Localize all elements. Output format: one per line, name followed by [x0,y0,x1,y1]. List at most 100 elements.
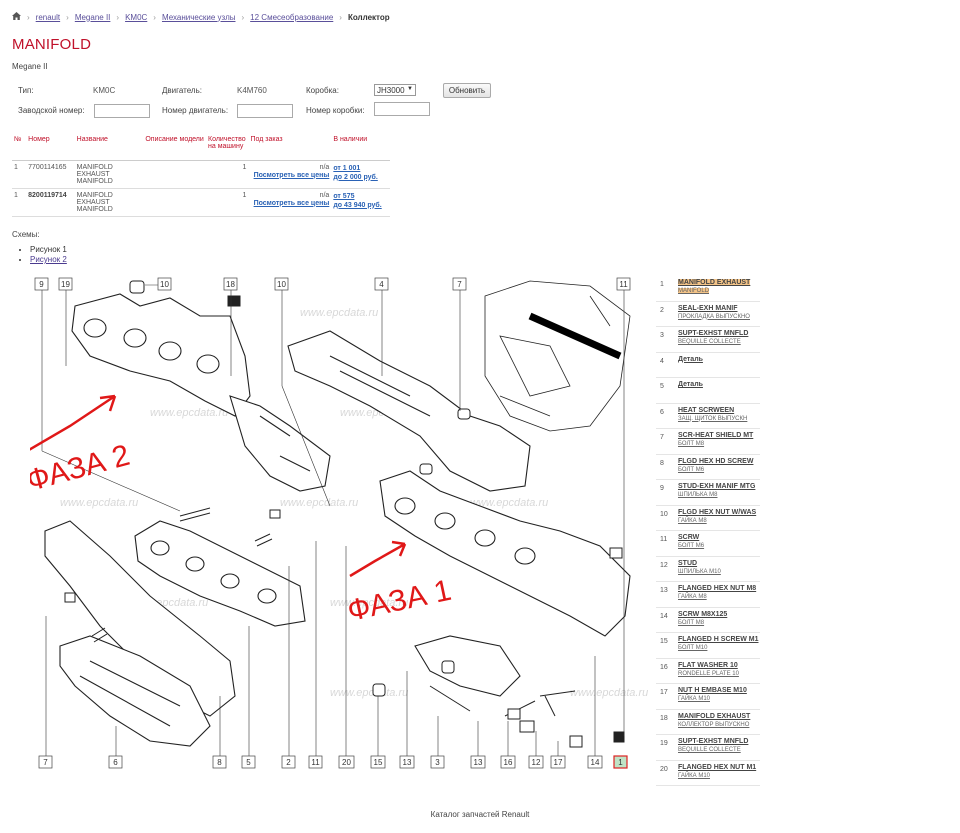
breadcrumb-link-model[interactable]: Megane II [74,12,111,22]
callout-label[interactable]: 13 [399,755,415,769]
legend-part-name-link[interactable]: SCRW [678,534,700,541]
legend-part-desc-link[interactable]: ГАЙКА M10 [678,772,710,779]
callout-label[interactable]: 5 [241,755,256,769]
callout-label[interactable]: 17 [550,755,566,769]
legend-part-desc-link[interactable]: ШПИЛЬКА M8 [678,492,718,498]
legend-part-desc-link[interactable]: ГАЙКА M10 [678,696,710,702]
stock-from-link[interactable]: от 575 [333,192,355,200]
callout-label[interactable]: 16 [500,755,516,769]
engine-number-input[interactable] [237,104,293,118]
legend-part-name-link[interactable]: NUT H EMBASE M10 [678,687,747,694]
legend-part-name-link[interactable]: FLANGED HEX NUT M1 [678,763,757,771]
callout-label[interactable]: 9 [34,277,49,291]
gearbox-select[interactable]: JH3000 ▼ [374,84,416,96]
legend-part-desc-link[interactable]: ПРОКЛАДКА ВЫПУСКНО [678,313,750,320]
breadcrumb-link-type[interactable]: KM0C [125,12,148,22]
legend-part-name-link[interactable]: SUPT-EXHST MNFLD [678,738,749,745]
legend-part-desc-link[interactable]: БОЛТ M6 [678,466,705,473]
view-prices-link[interactable]: Посмотреть все цены [253,199,330,207]
legend-part-desc-link[interactable]: MANIFOLD [678,288,710,294]
stock-from-link[interactable]: от 1 001 [333,164,361,172]
legend-part-desc-link[interactable]: ГАЙКА M8 [678,517,707,524]
legend-part-name-link[interactable]: FLGD HEX NUT W/WAS [678,508,757,516]
callout-label[interactable]: 7 [38,755,53,769]
legend-part-name-link[interactable]: Деталь [678,355,703,363]
callout-label[interactable]: 18 [223,277,238,291]
callout-label[interactable]: 7 [452,277,467,291]
callout-label[interactable]: 15 [370,755,386,769]
legend-part-name-link[interactable]: STUD-EXH MANIF MTG [678,483,756,490]
callout-label[interactable]: 11 [308,755,323,769]
callout-label[interactable]: 13 [470,755,486,769]
legend-part-desc-link[interactable]: БОЛТ M8 [678,619,705,626]
callout-label[interactable]: 11 [616,277,631,291]
legend-part-name-link[interactable]: SCR-HEAT SHIELD MT [678,432,754,439]
callout-label[interactable]: 19 [58,277,73,291]
legend-part-desc-link[interactable]: ЗАЩ. ЩИТОК ВЫПУСКН [678,415,748,422]
breadcrumb-link-group[interactable]: Механические узлы [161,12,236,22]
callout-label[interactable]: 8 [212,755,227,769]
callout-label-selected[interactable]: 1 [613,755,628,769]
callout-label[interactable]: 6 [108,755,123,769]
factory-number-input[interactable] [94,104,150,118]
legend-part-desc-link[interactable]: BEQUILLE COLLECTE [678,747,741,753]
legend-part-name-link[interactable]: SUPT-EXHST MNFLD [678,330,749,337]
stock-to-link[interactable]: до 2 000 руб. [333,173,378,181]
legend-part-name-link[interactable]: SCRW M8X125 [678,610,728,618]
view-prices-link[interactable]: Посмотреть все цены [253,171,330,179]
legend-part-name-link[interactable]: MANIFOLD EXHAUST [678,712,751,720]
legend-part-name-link[interactable]: MANIFOLD EXHAUST [678,279,751,286]
legend-part-desc-link[interactable]: БОЛТ M6 [678,543,705,549]
update-button[interactable]: Обновить [443,83,491,98]
legend-part-name-link[interactable]: HEAT SCRWEEN [678,406,735,414]
breadcrumb-link-brand[interactable]: renault [35,12,61,22]
legend-part-name-link[interactable]: FLANGED H SCREW M1 [678,636,759,643]
breadcrumb-link-subgroup[interactable]: 12 Смесеобразование [250,12,334,22]
legend-part-desc-link[interactable]: БОЛТ M10 [678,645,708,651]
callout-label[interactable]: 2 [281,755,296,769]
legend-part-name-link[interactable]: FLAT WASHER 10 [678,661,738,669]
callout-label[interactable]: 10 [157,277,172,291]
scheme-2-link[interactable]: Рисунок 2 [30,255,67,264]
callout-label[interactable]: 10 [274,277,289,291]
callout-label[interactable]: 12 [528,755,544,769]
callout-label[interactable]: 14 [587,755,603,769]
callout-label[interactable]: 4 [374,277,389,291]
legend-part-name-link[interactable]: FLANGED HEX NUT M8 [678,585,757,592]
gearbox-number-input[interactable] [374,102,430,116]
stock-to-link[interactable]: до 43 940 руб. [333,201,382,209]
legend-part-desc-link[interactable]: RONDELLE PLATE 10 [678,670,739,677]
legend-part-name-link[interactable]: FLGD HEX HD SCREW [678,457,754,465]
legend-part-desc-link[interactable]: БОЛТ M8 [678,441,705,447]
home-icon[interactable] [12,12,21,22]
legend-part-name-link[interactable]: Деталь [678,381,703,388]
legend-part-desc-link[interactable]: BEQUILLE COLLECTE [678,339,741,345]
legend-part-desc-link[interactable]: ГАЙКА M8 [678,594,707,600]
legend-part-name-link[interactable]: SEAL-EXH MANIF [678,304,738,312]
legend-part-name-link[interactable]: STUD [678,559,698,567]
callout-label[interactable]: 3 [430,755,445,769]
legend-part-desc-link[interactable]: ШПИЛЬКА M10 [678,568,721,575]
legend-part-desc-link[interactable]: КОЛЛЕКТОР ВЫПУСКНО [678,721,750,728]
callout-label[interactable]: 20 [338,755,355,769]
